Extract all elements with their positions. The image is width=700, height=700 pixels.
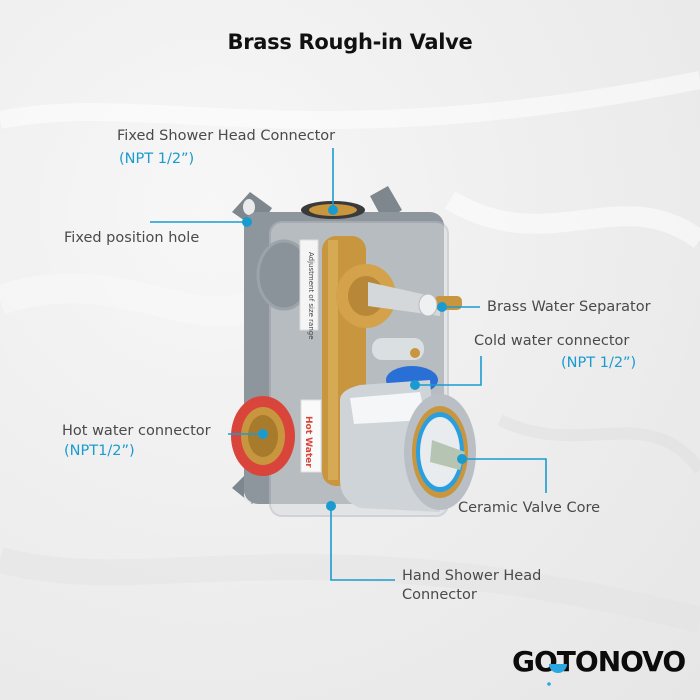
range-tag: Adjustment of size range [307,252,315,340]
hand-shower-head-label: Hand Shower Head Connector [402,567,541,605]
hand-shower-head-line2: Connector [402,587,477,603]
ceramic-valve-core-label: Ceramic Valve Core [458,500,601,516]
fixed-shower-head-label: Fixed Shower Head Connector [117,128,336,144]
hot-water-connector-label: Hot water connector [62,423,211,439]
cold-water-connector-label: Cold water connector [474,333,630,349]
fixed-position-hole-label: Fixed position hole [64,230,200,246]
hot-water-connector-spec: (NPT1/2”) [64,443,135,459]
fixed-shower-head-spec: (NPT 1/2”) [119,151,195,167]
page-title: Brass Rough-in Valve [227,30,473,54]
hot-water-tag: Hot Water [303,416,313,468]
brand-logo: GOTONOVO [512,645,686,678]
hand-shower-head-line1: Hand Shower Head [402,568,542,584]
brass-water-separator-label: Brass Water Separator [487,299,651,315]
cold-water-connector-spec: (NPT 1/2”) [561,355,637,371]
